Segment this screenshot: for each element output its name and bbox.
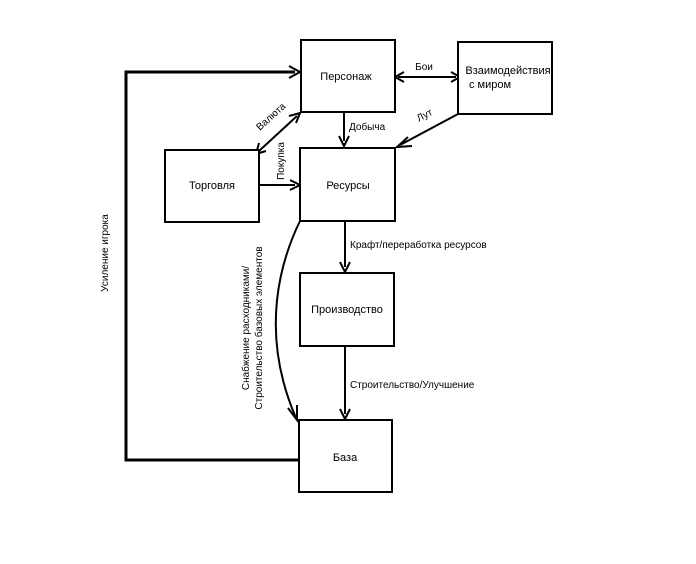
node-base-label: База — [333, 452, 358, 464]
node-character-label: Персонаж — [320, 71, 372, 83]
label-supply-line1: Снабжение расходниками/ — [240, 266, 252, 391]
node-production: Производство — [299, 272, 395, 347]
node-resources-box — [299, 147, 396, 222]
label-player-boost: Усиление игрока — [100, 214, 111, 292]
edge-loot — [399, 113, 459, 146]
label-loot: Лут — [415, 107, 435, 124]
label-battles: Бои — [415, 62, 433, 73]
node-trade-box — [164, 149, 260, 223]
node-base: База — [298, 419, 393, 493]
node-world-interaction-label-line1: Взаимодействия — [465, 65, 550, 77]
label-building-upgrade: Строительство/Улучшение — [350, 380, 475, 391]
edge-player-boost — [124, 70, 299, 462]
node-character: Персонаж — [300, 39, 396, 113]
label-supply-line2: Строительство базовых элементов — [253, 246, 265, 409]
node-character-box — [300, 39, 396, 113]
node-world-interaction-box — [457, 41, 553, 115]
label-crafting: Крафт/переработка ресурсов — [350, 239, 487, 251]
arrowhead-supply — [287, 405, 298, 423]
node-resources: Ресурсы — [299, 147, 396, 222]
node-trade: Торговля — [164, 149, 260, 223]
edge-supply — [274, 220, 301, 419]
arrowhead-loot — [394, 136, 413, 149]
node-production-box — [299, 272, 395, 347]
label-purchase: Покупка — [276, 142, 287, 180]
node-production-label: Производство — [311, 304, 383, 316]
label-mining: Добыча — [349, 121, 386, 133]
edge-currency — [258, 115, 298, 152]
node-world-interaction: Взаимодействия с миром — [457, 41, 553, 115]
node-base-box — [298, 419, 393, 493]
node-trade-label: Торговля — [189, 180, 235, 192]
node-world-interaction-label-line2: с миром — [469, 79, 511, 91]
node-resources-label: Ресурсы — [326, 180, 369, 192]
arrowhead-mining — [338, 135, 350, 149]
